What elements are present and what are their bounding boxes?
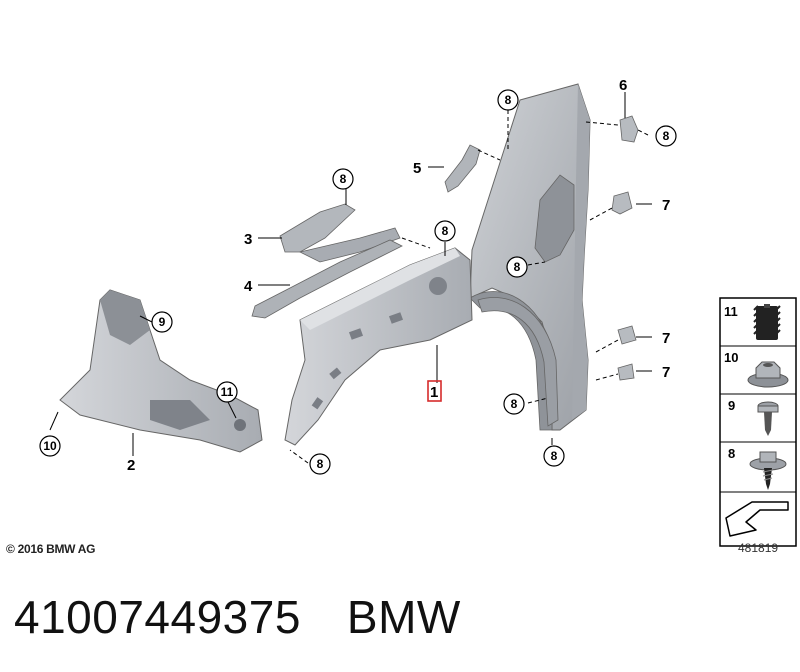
bubble-8-part-3 bbox=[332, 168, 354, 190]
fender-panel bbox=[469, 83, 591, 431]
bubble-8-right-6 bbox=[655, 125, 677, 147]
bubble-8-center-label: 8 bbox=[442, 224, 449, 238]
bubble-9-label: 9 bbox=[159, 315, 166, 329]
bubble-8-arch-label: 8 bbox=[514, 260, 521, 274]
bracket-part-7-a bbox=[611, 191, 633, 215]
fastener-legend: 11 10 9 8 bbox=[719, 297, 797, 547]
figure-number: 481819 bbox=[738, 541, 779, 555]
legend-label-10: 10 bbox=[724, 350, 738, 365]
bubble-11 bbox=[216, 381, 238, 403]
callout-numbers: 1 2 3 4 5 6 7 7 7 bbox=[127, 77, 670, 474]
bubble-9 bbox=[151, 311, 173, 333]
bracket-part-7-b bbox=[617, 325, 637, 345]
bubble-8-bottom bbox=[543, 445, 565, 467]
bubble-8-left-lower-label: 8 bbox=[317, 457, 324, 471]
wheel-arch-panel bbox=[284, 247, 559, 446]
bubble-8-arch bbox=[506, 256, 528, 278]
bubble-8-left-lower bbox=[309, 453, 331, 475]
bubble-8-top bbox=[497, 89, 519, 111]
callout-7-c: 7 bbox=[662, 364, 670, 381]
highlight-box bbox=[427, 380, 442, 402]
screw-icon bbox=[749, 451, 787, 490]
bubble-labels: 8 8 8 8 8 8 8 8 9 10 11 bbox=[43, 93, 669, 471]
part-footer: 41007449375 BMW bbox=[14, 590, 461, 644]
bubble-8-right-6-label: 8 bbox=[663, 129, 670, 143]
callout-6: 6 bbox=[619, 77, 627, 94]
bubble-8-arch-low bbox=[503, 393, 525, 415]
bubble-11-label: 11 bbox=[221, 385, 234, 399]
callout-4: 4 bbox=[244, 278, 253, 295]
bracket-part-5 bbox=[444, 144, 481, 193]
callout-1: 1 bbox=[430, 384, 438, 401]
brand-name: BMW bbox=[346, 591, 461, 643]
bubble-8-top-label: 8 bbox=[505, 93, 512, 107]
bubble-8-center bbox=[434, 220, 456, 242]
callout-2: 2 bbox=[127, 457, 135, 474]
bubble-8-bottom-label: 8 bbox=[551, 449, 558, 463]
legend-label-9: 9 bbox=[728, 398, 735, 413]
legend-label-8: 8 bbox=[728, 446, 735, 461]
bubble-8-part-3-label: 8 bbox=[340, 172, 347, 186]
part-number: 41007449375 bbox=[14, 591, 301, 643]
bracket-part-6 bbox=[619, 115, 639, 143]
threaded-insert-icon bbox=[753, 304, 781, 340]
bubble-10-label: 10 bbox=[43, 439, 57, 453]
callout-3: 3 bbox=[244, 231, 252, 248]
callout-5: 5 bbox=[413, 160, 421, 177]
hex-nut-icon bbox=[747, 361, 789, 388]
leader-lines bbox=[49, 92, 652, 464]
bubble-callouts bbox=[39, 89, 677, 475]
arrow-symbol-icon bbox=[725, 501, 789, 537]
callout-7-a: 7 bbox=[662, 197, 670, 214]
bubble-10 bbox=[39, 435, 61, 457]
callout-7-b: 7 bbox=[662, 330, 670, 347]
copyright-notice: © 2016 BMW AG bbox=[6, 542, 96, 556]
legend-label-11: 11 bbox=[724, 304, 738, 319]
front-bracket-part-2 bbox=[59, 289, 263, 453]
rail-part-4 bbox=[251, 239, 403, 319]
bracket-part-3 bbox=[279, 203, 401, 263]
expanding-rivet-icon bbox=[757, 401, 779, 436]
bracket-part-7-c bbox=[617, 363, 635, 381]
bubble-8-arch-low-label: 8 bbox=[511, 397, 518, 411]
